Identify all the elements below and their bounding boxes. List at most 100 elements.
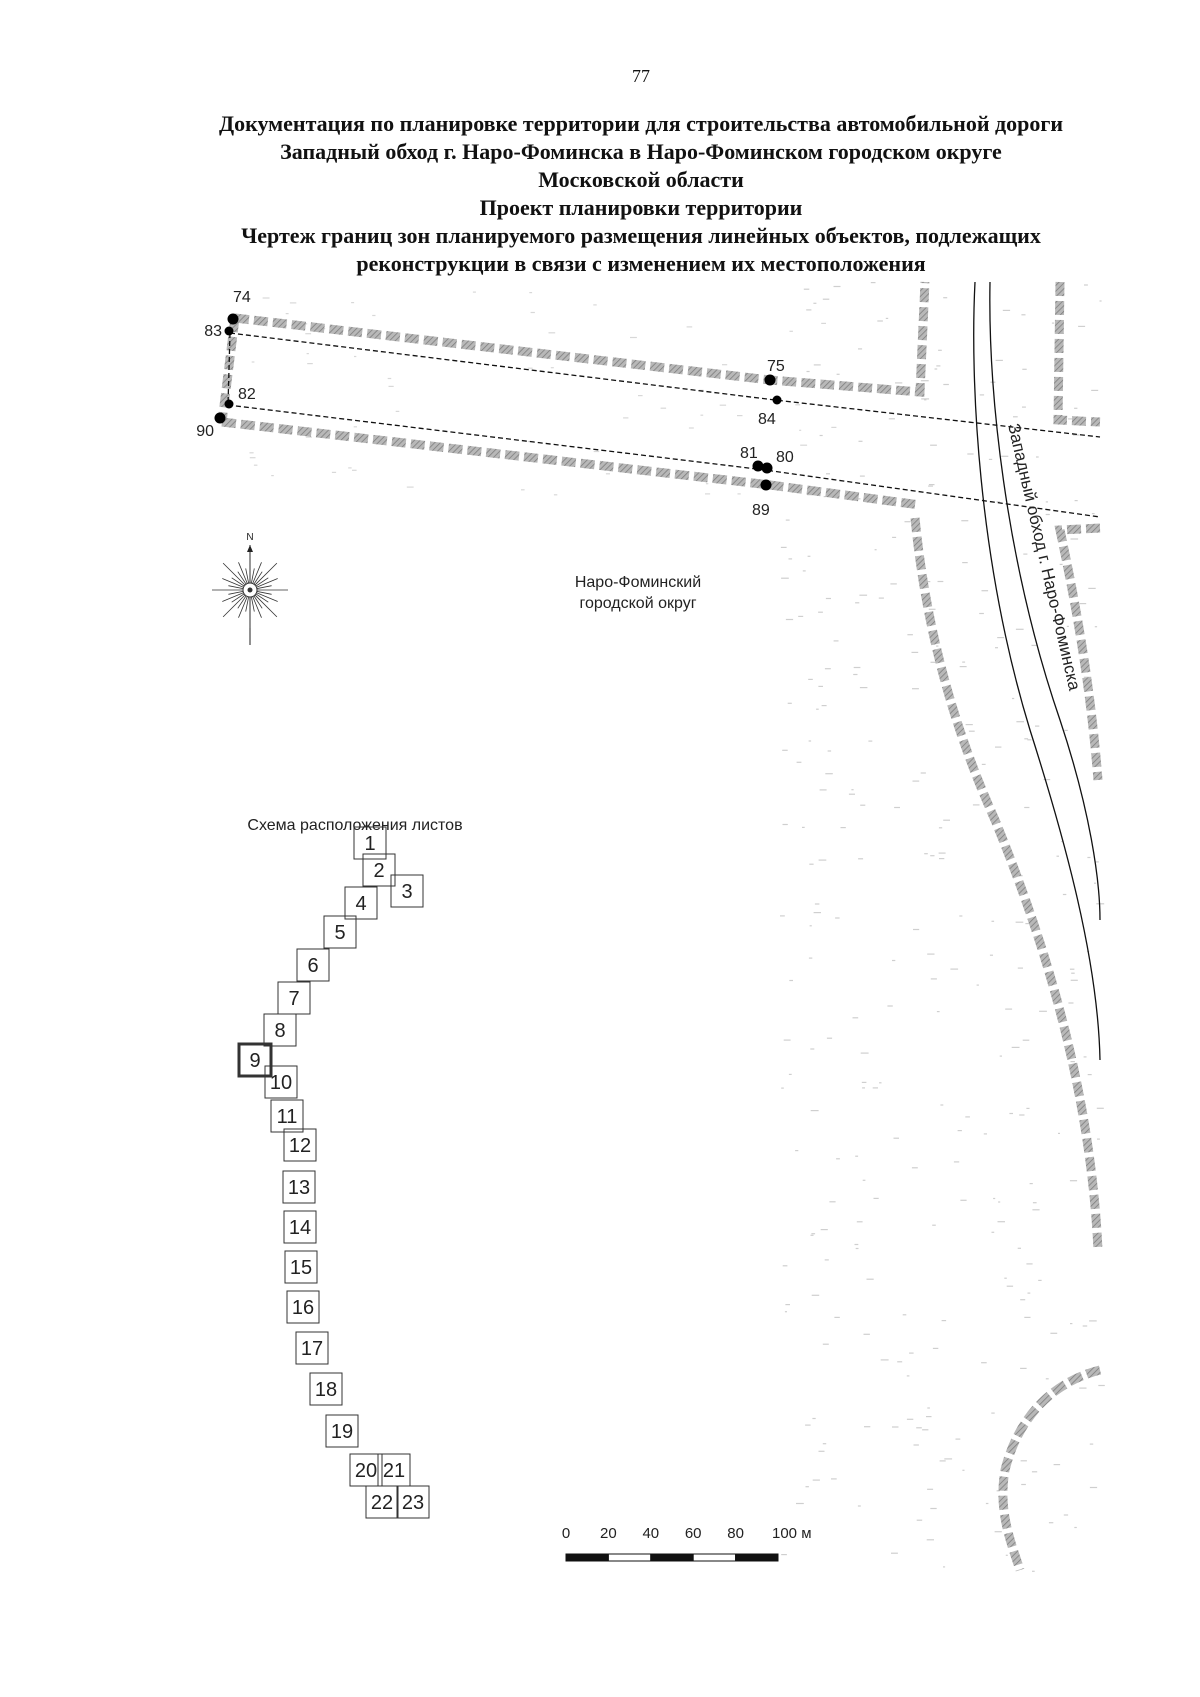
title-line: Московской области	[538, 167, 744, 192]
point-label: 83	[204, 323, 222, 340]
sheet-21: 21	[377, 1453, 411, 1487]
sheet-label: 12	[289, 1135, 311, 1157]
sheet-label: 17	[301, 1338, 323, 1360]
sheet-15: 15	[284, 1250, 318, 1284]
sheet-frame	[263, 1013, 297, 1047]
scale-segment	[735, 1553, 779, 1562]
point-marker	[227, 313, 239, 325]
sheet-20: 20	[349, 1453, 383, 1487]
sheet-frame	[284, 1250, 318, 1284]
point-marker	[764, 374, 776, 386]
sheet-label: 22	[371, 1492, 393, 1514]
boundary-point: 80	[761, 449, 794, 474]
title-line: Проект планировки территории	[479, 195, 803, 220]
boundary-point: 83	[204, 323, 234, 340]
scale-segment	[692, 1553, 737, 1562]
scale-tick-label: 60	[685, 1525, 702, 1542]
sheet-frame	[270, 1099, 304, 1133]
sheet-frame	[264, 1065, 298, 1099]
point-marker	[224, 399, 234, 409]
point-label: 89	[752, 502, 770, 519]
sheet-7: 7	[277, 981, 311, 1015]
boundary-point: 89	[752, 479, 772, 519]
point-marker	[214, 412, 226, 424]
sheet-label: 5	[334, 922, 345, 944]
sheet-label: 6	[307, 955, 318, 977]
sheet-frame	[390, 874, 424, 908]
sheet-3: 3	[390, 874, 424, 908]
sheet-2: 2	[362, 853, 396, 887]
sheet-frame	[282, 1170, 316, 1204]
sheet-frame	[296, 948, 330, 982]
sheet-4: 4	[344, 886, 378, 920]
sheet-label: 13	[288, 1177, 310, 1199]
title-line: Документация по планировке территории дл…	[218, 111, 1064, 136]
scale-tick-label: 80	[727, 1525, 744, 1542]
district-label-line1: Наро-Фоминский	[575, 574, 701, 591]
sheet-frame	[362, 853, 396, 887]
sheet-label: 19	[331, 1421, 353, 1443]
sheet-index-title: Схема расположения листов	[247, 817, 462, 834]
boundary-point: 75	[764, 358, 785, 386]
sheet-12: 12	[283, 1128, 317, 1162]
sheet-label: 8	[274, 1020, 285, 1042]
point-label: 81	[740, 445, 758, 462]
sheet-22: 22	[365, 1485, 399, 1519]
sheet-label: 11	[277, 1106, 298, 1128]
sheet-frame	[283, 1210, 317, 1244]
sheet-label: 16	[292, 1297, 314, 1319]
point-label: 75	[767, 358, 785, 375]
sheet-label: 2	[373, 860, 384, 882]
boundary-point: 82	[224, 386, 256, 409]
sheet-label: 14	[289, 1217, 311, 1239]
sheet-10: 10	[264, 1065, 298, 1099]
sheet-label: 23	[402, 1492, 424, 1514]
sheet-19: 19	[325, 1414, 359, 1448]
sheet-frame	[353, 826, 387, 860]
scale-tick-label: 0	[562, 1525, 570, 1542]
sheet-14: 14	[283, 1210, 317, 1244]
sheet-13: 13	[282, 1170, 316, 1204]
point-label: 90	[196, 423, 214, 440]
sheet-label: 10	[270, 1072, 292, 1094]
sheet-17: 17	[295, 1331, 329, 1365]
sheet-label: 20	[355, 1460, 377, 1482]
scale-tick-label: 40	[642, 1525, 659, 1542]
sheet-label: 18	[315, 1379, 337, 1401]
point-marker	[224, 326, 234, 336]
road-west-bypass	[973, 281, 1101, 1061]
sheet-label: 9	[249, 1050, 260, 1072]
sheet-frame	[323, 915, 357, 949]
title-line: реконструкции в связи с изменением их ме…	[356, 251, 926, 276]
point-marker	[772, 395, 782, 405]
sheet-frame	[309, 1372, 343, 1406]
scale-segment	[565, 1553, 609, 1562]
sheet-frame	[344, 886, 378, 920]
sheet-label: 21	[383, 1460, 405, 1482]
point-marker	[761, 462, 773, 474]
sheet-index: Схема расположения листов 12345678910111…	[237, 817, 463, 1519]
point-marker	[760, 479, 772, 491]
sheet-label: 15	[290, 1257, 312, 1279]
sheet-label: 1	[364, 833, 375, 855]
sheet-frame	[283, 1128, 317, 1162]
sheet-18: 18	[309, 1372, 343, 1406]
sheet-label: 4	[355, 893, 366, 915]
sheet-frame	[286, 1290, 320, 1324]
sheet-label: 3	[401, 881, 412, 903]
sheet-1: 1	[353, 826, 387, 860]
sheet-frame	[365, 1485, 399, 1519]
point-label: 74	[233, 289, 251, 306]
point-label: 84	[758, 411, 776, 428]
boundary-point: 81	[740, 445, 764, 472]
scale-tick-label: 20	[600, 1525, 617, 1542]
page-number: 77	[632, 66, 650, 86]
title-line: Чертеж границ зон планируемого размещени…	[241, 223, 1041, 248]
document-title: Документация по планировке территории дл…	[0, 110, 1200, 278]
sheet-6: 6	[296, 948, 330, 982]
north-label: N	[246, 532, 253, 543]
sheet-frame	[295, 1331, 329, 1365]
boundary-point: 84	[758, 395, 782, 428]
